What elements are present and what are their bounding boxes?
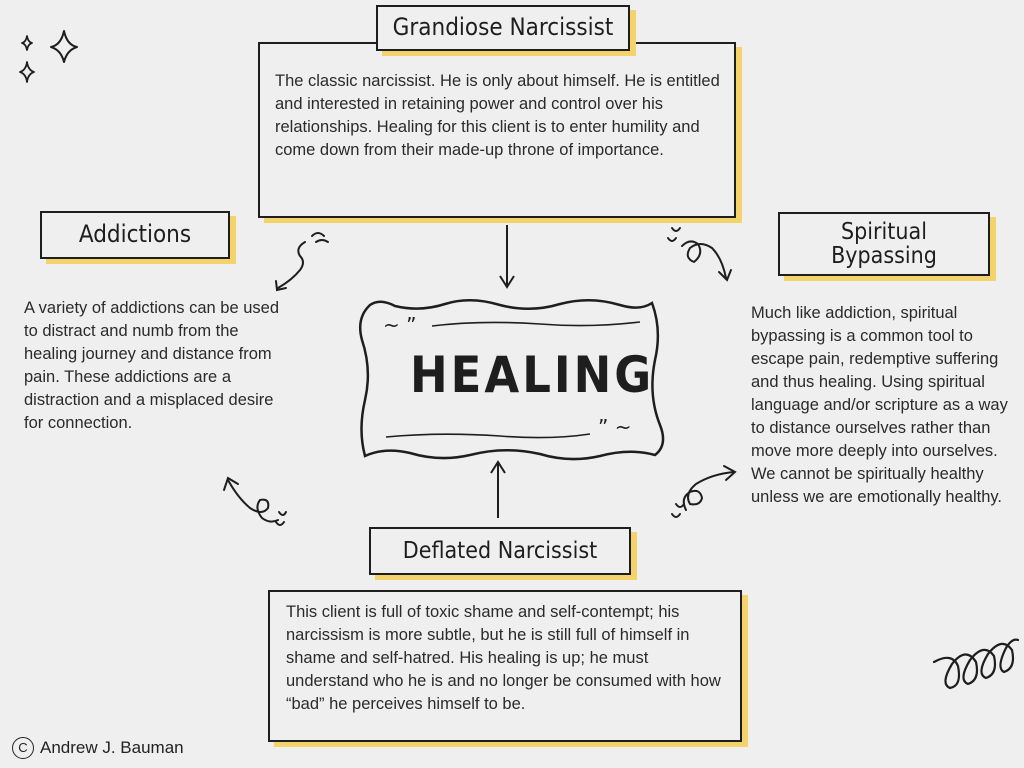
curly-arrow-icon [223, 476, 287, 526]
addictions-title: Addictions [78, 220, 192, 249]
deflated-text-box: This client is full of toxic shame and s… [268, 590, 742, 742]
quote-mark: ~ ” [383, 313, 416, 337]
grandiose-title-box: Grandiose Narcissist [376, 5, 630, 51]
arrow-down-connector [499, 225, 515, 289]
spiritual-description: Much like addiction, spiritual bypassing… [751, 304, 1008, 506]
spiritual-title-line2: Bypassing [831, 243, 937, 269]
deflated-title-box: Deflated Narcissist [369, 527, 631, 575]
grandiose-title: Grandiose Narcissist [392, 13, 614, 42]
healing-frame-inner-line [385, 433, 591, 439]
healing-frame-inner-line [431, 321, 641, 327]
spiritual-title-line1: Spiritual [841, 218, 927, 245]
curly-arrow-icon [667, 227, 732, 282]
author-name: Andrew J. Bauman [40, 738, 184, 757]
healing-frame [359, 299, 665, 461]
curly-arrow-icon [671, 465, 737, 518]
sparkle-icon [19, 61, 35, 83]
quote-mark: ” ~ [598, 415, 631, 439]
copyright-icon: C [12, 737, 34, 759]
deflated-description: This client is full of toxic shame and s… [286, 603, 721, 713]
grandiose-description: The classic narcissist. He is only about… [275, 72, 720, 159]
arrow-up-connector [490, 460, 506, 518]
addictions-title-box: Addictions [40, 211, 230, 259]
author-credit: C Andrew J. Bauman [12, 737, 184, 759]
squiggle-icon [932, 638, 1020, 690]
spiritual-title-box: Spiritual Bypassing [778, 212, 990, 276]
grandiose-text-box: The classic narcissist. He is only about… [258, 42, 736, 218]
sparkle-icon [21, 35, 33, 51]
sparkle-icon [50, 30, 78, 63]
healing-label: HEALING [410, 346, 655, 404]
curly-arrow-icon [275, 232, 329, 292]
addictions-description: A variety of addictions can be used to d… [24, 299, 279, 432]
deflated-title: Deflated Narcissist [402, 537, 598, 564]
